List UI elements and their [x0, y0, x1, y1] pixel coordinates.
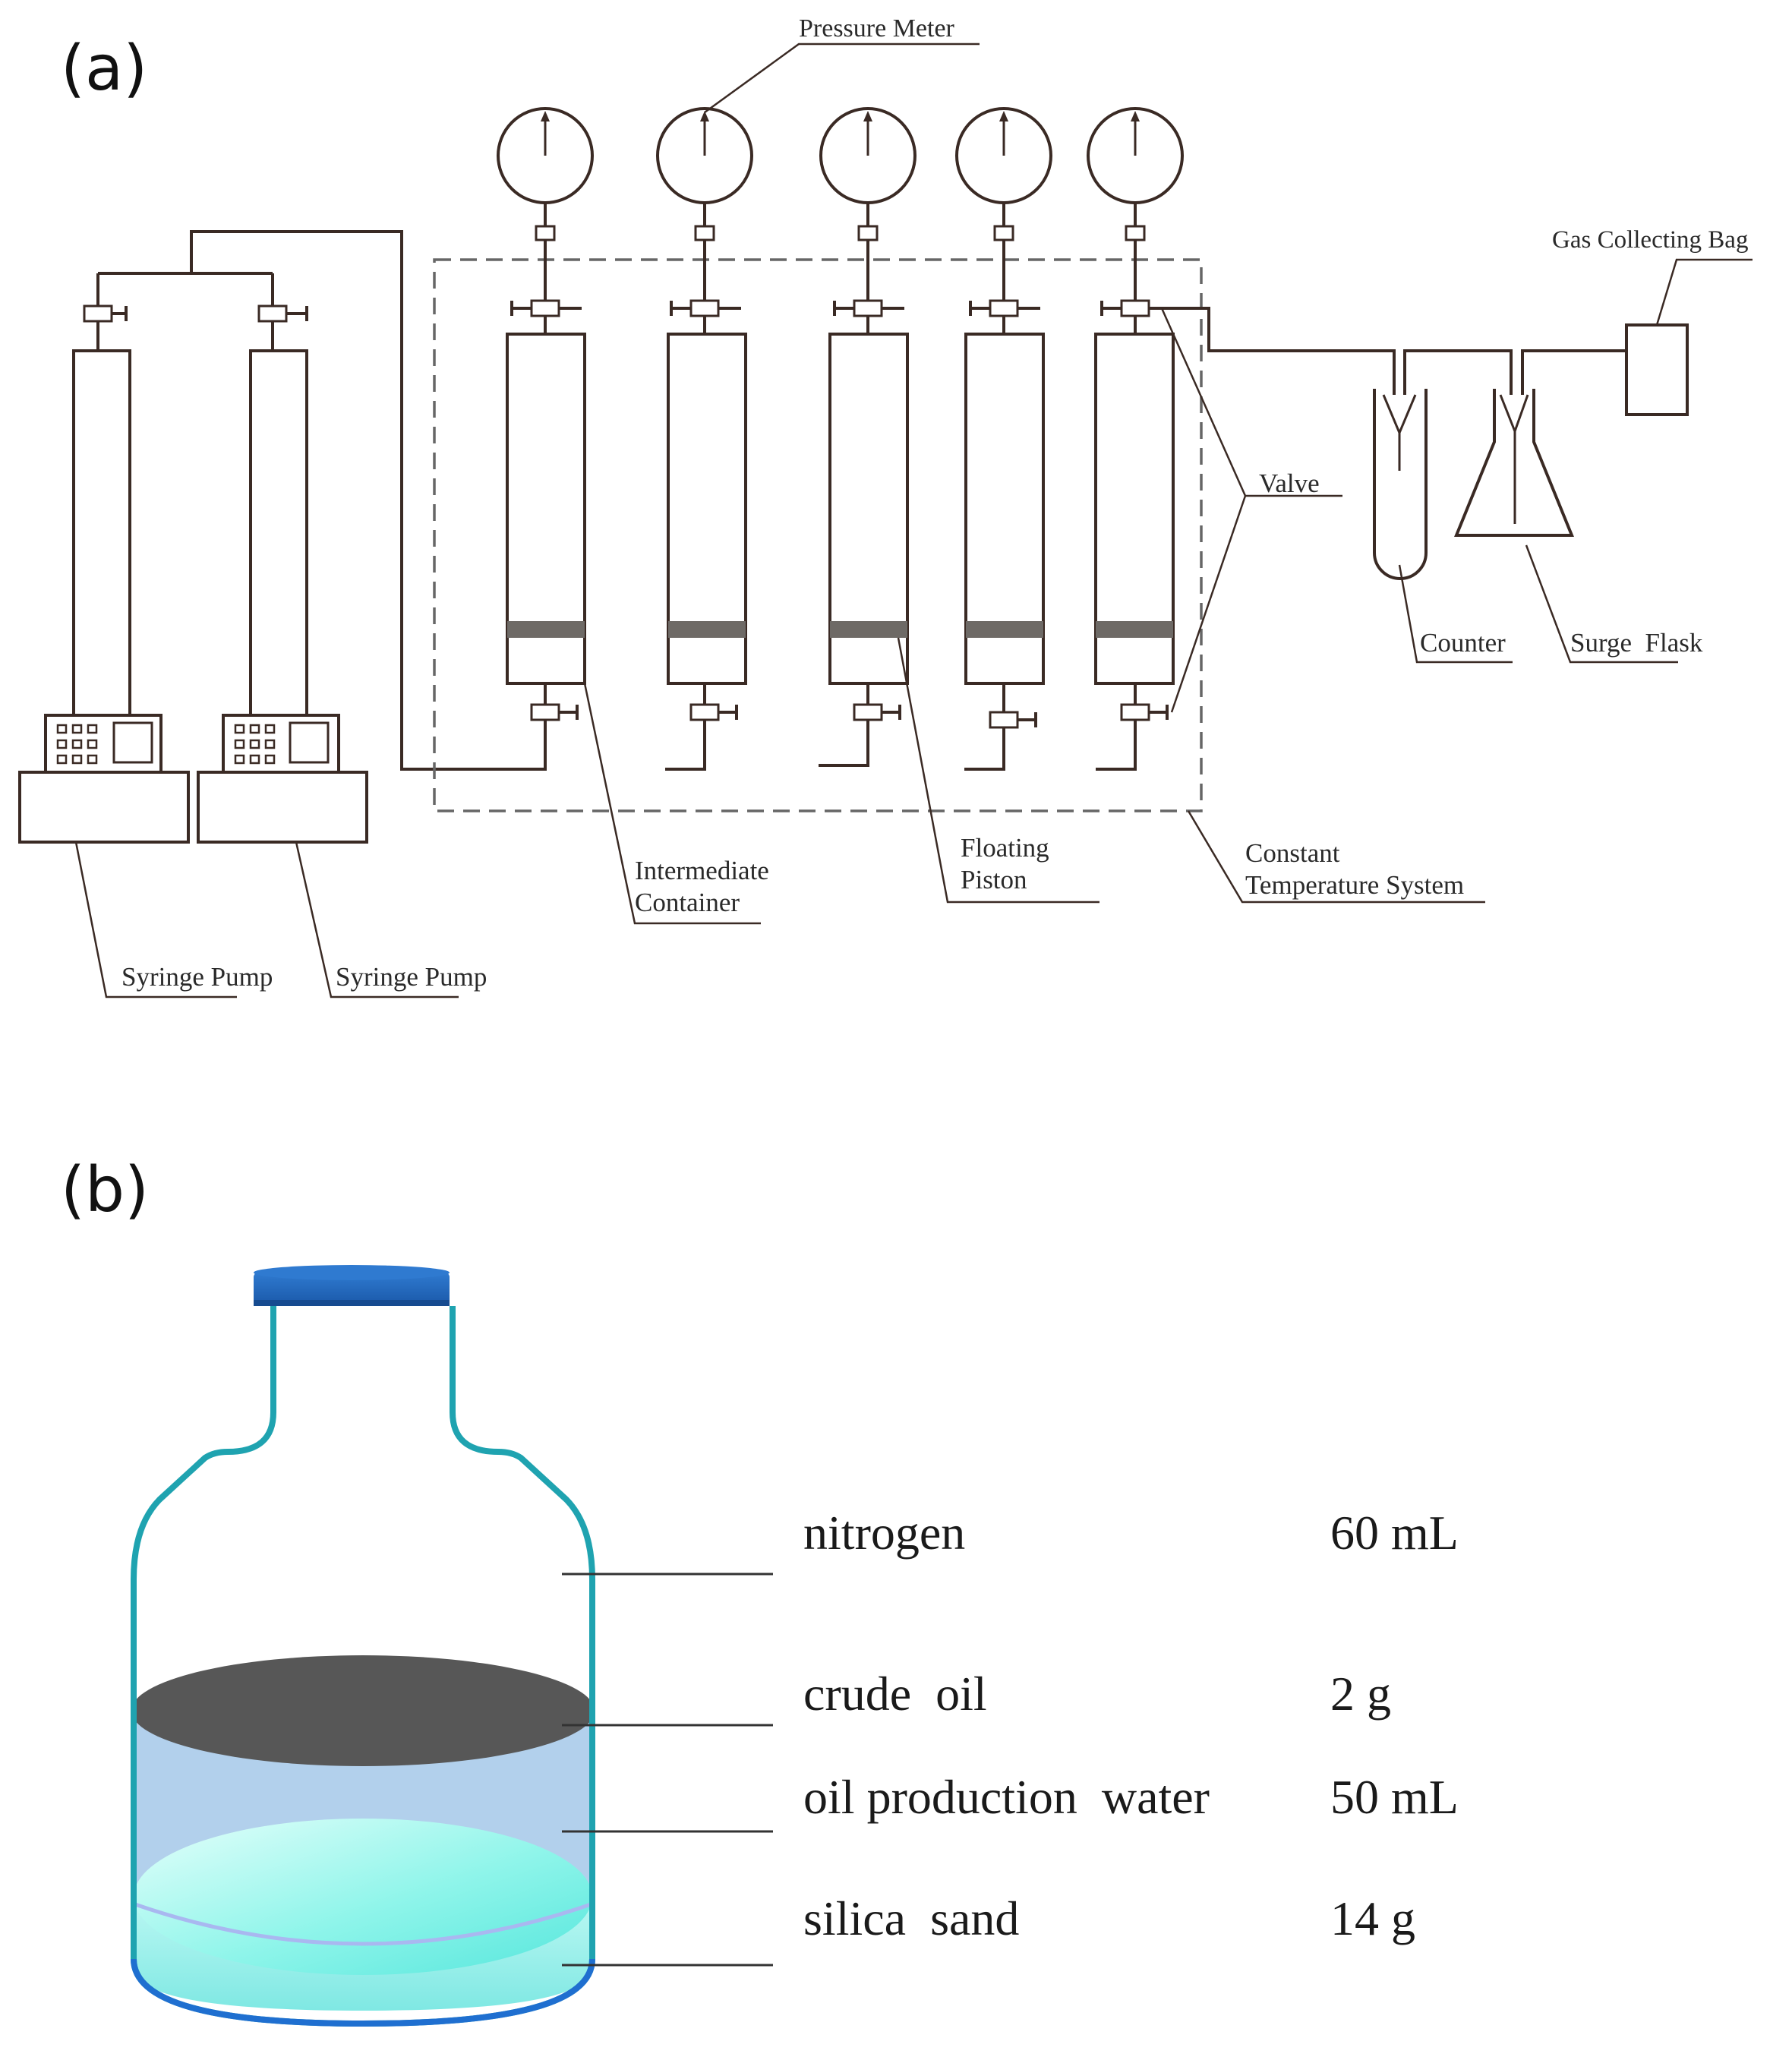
crude-oil-layer — [131, 1655, 595, 1766]
leader-lines — [74, 43, 1753, 998]
panel-b-letter: (b) — [61, 1154, 149, 1226]
culture-bottle — [131, 1265, 595, 2027]
intermediate-container-3 — [819, 107, 917, 767]
surge-flask-label: Surge Flask — [1570, 628, 1703, 658]
intermediate-container-label-line2: Container — [635, 888, 740, 917]
oil-production-water-label: oil production water — [803, 1770, 1210, 1824]
syringe-pump-1 — [18, 273, 190, 844]
constant-temperature-label-line2: Temperature System — [1245, 870, 1464, 900]
pressure-meter-label: Pressure Meter — [799, 14, 955, 43]
gas-collecting-bag-label: Gas Collecting Bag — [1552, 226, 1748, 254]
floating-piston-label-line1: Floating — [961, 833, 1049, 863]
bottle-cap — [254, 1265, 450, 1306]
syringe-pump-2 — [197, 273, 368, 844]
intermediate-container-1 — [497, 107, 594, 730]
silica-sand-label: silica sand — [803, 1891, 1019, 1945]
syringe-pump-1-label: Syringe Pump — [121, 962, 273, 992]
counter-tube — [1373, 389, 1428, 580]
panel-b: (b) n — [61, 1154, 1459, 2027]
crude-oil-label: crude oil — [803, 1667, 987, 1721]
valve-label: Valve — [1259, 468, 1320, 498]
crude-oil-amount: 2 g — [1330, 1667, 1391, 1721]
nitrogen-label: nitrogen — [803, 1506, 965, 1560]
floating-piston-label-line2: Piston — [961, 865, 1027, 894]
silica-sand-amount: 14 g — [1330, 1891, 1415, 1945]
oil-production-water-amount: 50 mL — [1330, 1770, 1459, 1824]
gas-collecting-bag — [1625, 323, 1689, 416]
intermediate-container-5 — [1087, 107, 1184, 771]
panel-b-leader-lines — [562, 1573, 773, 1967]
intermediate-container-4 — [955, 107, 1052, 771]
intermediate-container-label-line1: Intermediate — [635, 856, 769, 885]
constant-temperature-box — [433, 258, 1203, 812]
syringe-pump-2-label: Syringe Pump — [336, 962, 487, 992]
pump-outlet-pipe — [98, 230, 547, 771]
outlet-pipe — [1149, 307, 1626, 395]
panel-a-letter: (a) — [61, 33, 147, 105]
nitrogen-amount: 60 mL — [1330, 1506, 1459, 1560]
counter-label: Counter — [1420, 628, 1506, 658]
panel-a: (a) — [18, 14, 1753, 998]
constant-temperature-label-line1: Constant — [1245, 838, 1340, 868]
intermediate-container-2 — [656, 107, 753, 771]
surge-flask — [1454, 389, 1574, 537]
